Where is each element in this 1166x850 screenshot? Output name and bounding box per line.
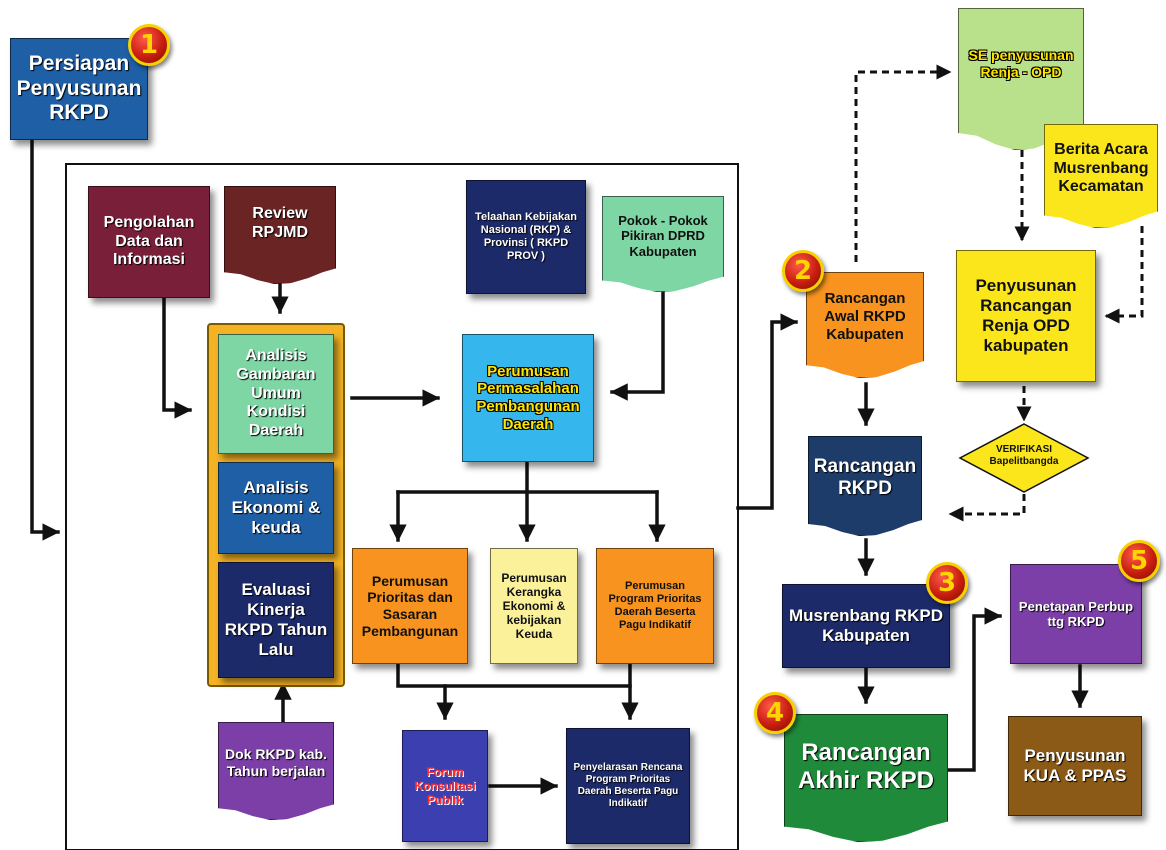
telaahan-label: Telaahan Kebijakan Nasional (RKP) & Prov… (475, 211, 577, 262)
pengolahan-label: Pengolahan Data dan Informasi (103, 213, 195, 269)
prioritas-sasaran-label: Perumusan Prioritas dan Sasaran Pembangu… (361, 572, 459, 639)
program-label: Perumusan Program Prioritas Daerah Beser… (608, 580, 702, 631)
rancangan-awal-label: Rancangan Awal RKPD Kabupaten (824, 290, 906, 343)
dok-rkpd-label: Dok RKPD kab. Tahun berjalan (225, 746, 327, 779)
penetapan-label: Penetapan Perbup ttg RKPD (1018, 598, 1134, 629)
berita-acara-label: Berita Acara Musrenbang Kecamatan (1053, 140, 1149, 196)
persiapan-label: Persiapan Penyusunan RKPD (16, 51, 142, 125)
verifikasi-label: VERIFIKASI Bapelitbangda (989, 444, 1059, 467)
kerangka-label: Perumusan Kerangka Ekonomi & kebijakan K… (501, 570, 567, 642)
step-4-badge: 4 (754, 692, 796, 734)
rancangan-akhir-label: Rancangan Akhir RKPD (797, 738, 935, 794)
pengolahan-box: Pengolahan Data dan Informasi (88, 186, 210, 298)
program-box: Perumusan Program Prioritas Daerah Beser… (596, 548, 714, 664)
penyelarasan-box: Penyelarasan Rencana Program Prioritas D… (566, 728, 690, 844)
dok-rkpd-box: Dok RKPD kab. Tahun berjalan (218, 722, 334, 820)
kua-ppas-label: Penyusunan KUA & PPAS (1023, 745, 1127, 785)
rancangan-awal-box: Rancangan Awal RKPD Kabupaten (806, 272, 924, 378)
step-3-badge: 3 (926, 562, 968, 604)
penyusunan-renja-box: Penyusunan Rancangan Renja OPD kabupaten (956, 250, 1096, 382)
telaahan-box: Telaahan Kebijakan Nasional (RKP) & Prov… (466, 180, 586, 294)
se-renja-label: SE penyusunan Renja - OPD (968, 47, 1074, 80)
rancangan-rkpd-box: Rancangan RKPD (808, 436, 922, 536)
pokok-label: Pokok - Pokok Pikiran DPRD Kabupaten (618, 213, 708, 259)
review-label: Review RPJMD (251, 205, 308, 241)
step-2-number: 2 (793, 256, 813, 286)
kua-ppas-box: Penyusunan KUA & PPAS (1008, 716, 1142, 816)
verifikasi-label-wrap: VERIFIKASI Bapelitbangda (968, 444, 1080, 468)
evaluasi-label: Evaluasi Kinerja RKPD Tahun Lalu (224, 579, 328, 660)
penetapan-box: Penetapan Perbup ttg RKPD (1010, 564, 1142, 664)
analisis-ekonomi-box: Analisis Ekonomi & keuda (218, 462, 334, 554)
perumusan-masalah-label: Perumusan Permasalahan Pembangunan Daera… (476, 362, 580, 433)
step-1-number: 1 (139, 30, 159, 60)
verifikasi-diamond (958, 423, 1090, 493)
forum-box: Forum Konsultasi Publik (402, 730, 488, 842)
step-5-number: 5 (1129, 546, 1149, 576)
evaluasi-box: Evaluasi Kinerja RKPD Tahun Lalu (218, 562, 334, 678)
persiapan-box: Persiapan Penyusunan RKPD (10, 38, 148, 140)
step-5-badge: 5 (1118, 540, 1160, 582)
analisis-gambaran-box: Analisis Gambaran Umum Kondisi Daerah (218, 334, 334, 454)
analisis-gambaran-label: Analisis Gambaran Umum Kondisi Daerah (236, 346, 316, 440)
kerangka-box: Perumusan Kerangka Ekonomi & kebijakan K… (490, 548, 578, 664)
review-box: Review RPJMD (224, 186, 336, 284)
analisis-ekonomi-label: Analisis Ekonomi & keuda (231, 477, 321, 538)
prioritas-sasaran-box: Perumusan Prioritas dan Sasaran Pembangu… (352, 548, 468, 664)
step-1-badge: 1 (128, 24, 170, 66)
musrenbang-box: Musrenbang RKPD Kabupaten (782, 584, 950, 668)
berita-acara-box: Berita Acara Musrenbang Kecamatan (1044, 124, 1158, 228)
pokok-box: Pokok - Pokok Pikiran DPRD Kabupaten (602, 196, 724, 292)
rancangan-akhir-box: Rancangan Akhir RKPD (784, 714, 948, 842)
step-4-number: 4 (765, 698, 785, 728)
forum-label: Forum Konsultasi Publik (414, 764, 476, 808)
penyusunan-renja-label: Penyusunan Rancangan Renja OPD kabupaten (975, 275, 1077, 356)
musrenbang-label: Musrenbang RKPD Kabupaten (789, 605, 943, 645)
rancangan-rkpd-label: Rancangan RKPD (813, 455, 917, 499)
step-3-number: 3 (937, 568, 957, 598)
se-renja-box: SE penyusunan Renja - OPD (958, 8, 1084, 150)
step-2-badge: 2 (782, 250, 824, 292)
penyelarasan-label: Penyelarasan Rencana Program Prioritas D… (573, 762, 683, 809)
perumusan-masalah-box: Perumusan Permasalahan Pembangunan Daera… (462, 334, 594, 462)
